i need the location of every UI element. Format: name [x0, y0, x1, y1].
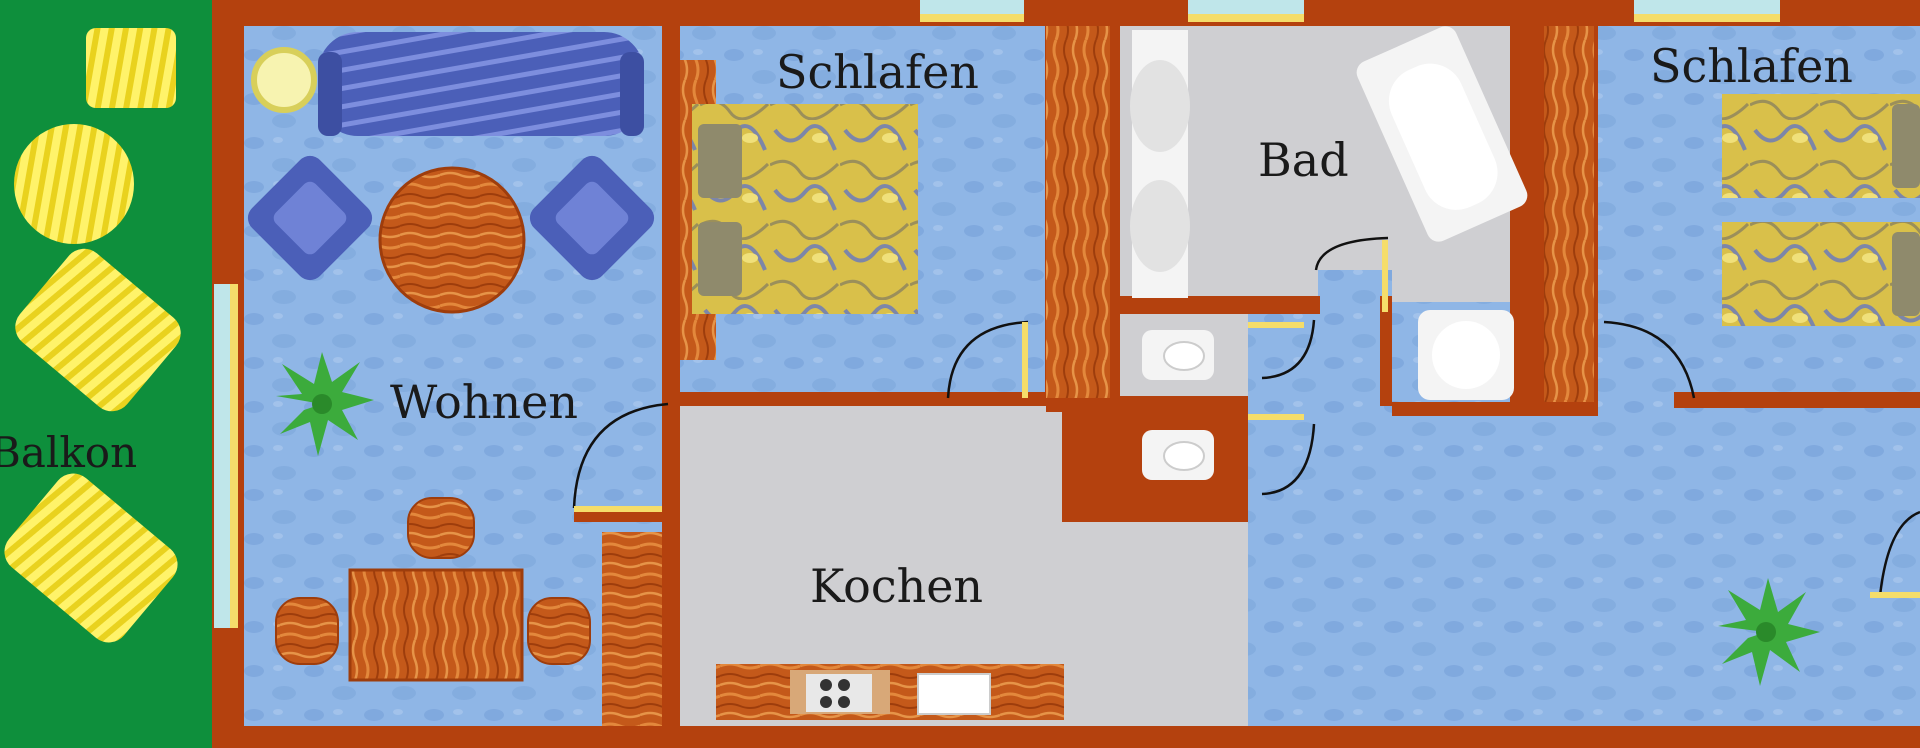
window-icon [920, 0, 1024, 22]
wall [1674, 392, 1920, 408]
toilet-icon [1142, 330, 1214, 380]
windows [214, 0, 1780, 628]
floor-schlafen-2 [1598, 26, 1920, 392]
toilet-icon [1142, 430, 1214, 480]
room-label-schlafen-1: Schlafen [776, 45, 979, 99]
single-bed-icon [1722, 94, 1920, 198]
sink-icon [1418, 310, 1514, 400]
window-icon [1188, 0, 1304, 22]
sofa-icon [318, 32, 644, 136]
wall [680, 392, 948, 406]
balcony: Balkon [0, 0, 212, 748]
bad-furniture: Bad [1130, 26, 1528, 480]
chair-icon [527, 597, 591, 665]
door-swing-icon [1248, 414, 1316, 496]
door-swing-icon [946, 320, 1029, 399]
floor-hallway-top [1318, 270, 1392, 330]
room-label-balkon: Balkon [0, 428, 137, 477]
wall [1028, 392, 1048, 406]
door-swing-icon [572, 402, 669, 512]
wardrobe-icon [1544, 26, 1594, 402]
kitchen-counter [716, 664, 1064, 720]
stove-icon [806, 674, 872, 712]
coffee-table-icon [378, 166, 526, 314]
wall [1120, 296, 1320, 314]
room-label-schlafen-2: Schlafen [1650, 39, 1853, 93]
room-label-wohnen: Wohnen [390, 375, 578, 429]
sink-icon [1130, 30, 1190, 298]
wall [1380, 296, 1392, 406]
window-icon [214, 284, 238, 628]
armchair-icon [529, 155, 655, 281]
lamp-icon [251, 47, 317, 113]
room-label-kochen: Kochen [810, 559, 983, 613]
plant-icon [1718, 578, 1820, 686]
doors [572, 236, 1920, 598]
dining-table-icon [348, 568, 524, 682]
lounger-icon [86, 28, 176, 108]
wardrobe-icon [1046, 26, 1110, 398]
plant-icon [276, 352, 374, 456]
window-icon [1634, 0, 1780, 22]
door-swing-icon [1248, 319, 1316, 380]
wall [662, 392, 680, 514]
schlafen-2-furniture: Schlafen [1544, 26, 1920, 402]
lounger-icon [15, 248, 181, 412]
chair-icon [407, 497, 475, 559]
lounger-icon [4, 473, 178, 643]
double-bed-icon [692, 104, 918, 314]
armchair-icon [247, 155, 373, 281]
door-swing-icon [1314, 236, 1389, 312]
wall [662, 508, 680, 726]
lounger-icon [14, 124, 134, 244]
room-label-bad: Bad [1258, 133, 1349, 187]
chair-icon [275, 597, 339, 665]
wardrobe-icon [602, 532, 662, 726]
single-bed-icon [1722, 222, 1920, 326]
door-swing-icon [1603, 320, 1696, 399]
sink-icon [917, 673, 991, 715]
wohnen-furniture: Wohnen [247, 32, 662, 726]
schlafen-1-furniture: Schlafen [680, 26, 1110, 398]
door-swing-icon [1870, 510, 1920, 598]
bathtub-icon [1356, 26, 1528, 242]
wall [662, 20, 680, 406]
kochen-furniture: Kochen [716, 559, 1064, 720]
